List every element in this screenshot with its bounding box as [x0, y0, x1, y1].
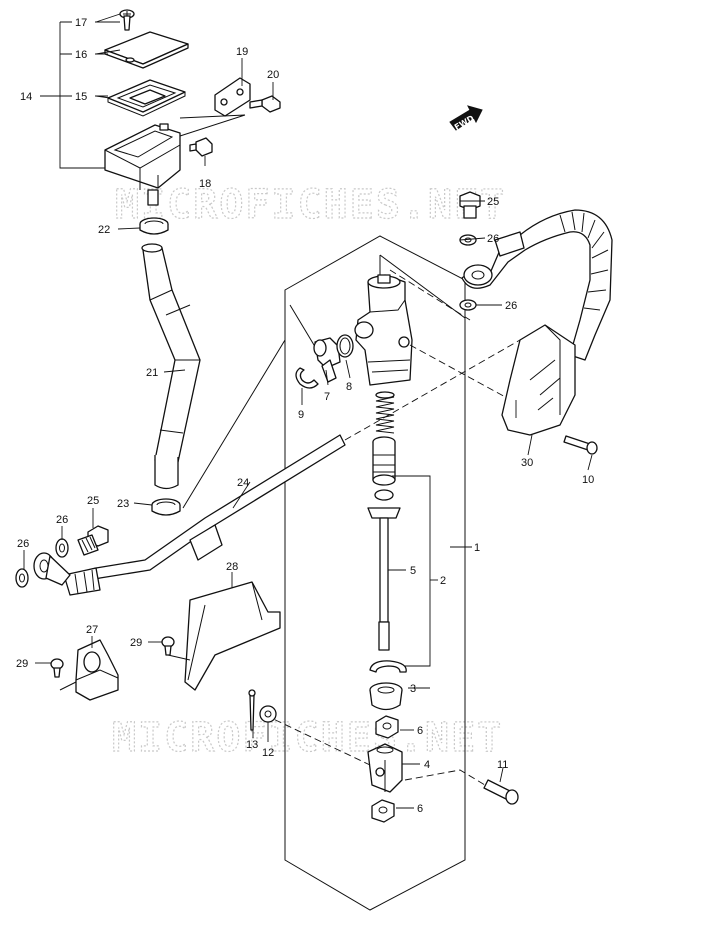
callout-3: 3 — [410, 683, 416, 695]
part-28-cover — [184, 581, 281, 691]
callout-2: 2 — [440, 575, 446, 587]
bracket-14 — [59, 21, 120, 169]
cylinder-hose-guide — [389, 269, 471, 321]
part-8-o-ring-inner — [339, 337, 351, 355]
part-21-hose — [141, 243, 201, 490]
callout-26-upper: 26 — [487, 233, 499, 245]
part-22-clamp — [139, 217, 169, 235]
callout-21: 21 — [146, 367, 158, 379]
callout-12: 12 — [262, 747, 274, 759]
part-26-washer-d-hole — [464, 302, 472, 308]
callout-25-upper: 25 — [487, 196, 499, 208]
part-13-cotter-pin-head — [248, 689, 256, 697]
forward-arrow-icon: FWD — [449, 105, 483, 132]
clevis-pin-guide-right — [404, 769, 486, 786]
part-26-washer-d — [459, 299, 477, 311]
cylinder-bracket-guide — [409, 344, 521, 406]
clevis-pin-guide-left — [264, 714, 371, 766]
callout-28: 28 — [226, 561, 238, 573]
part-6-nut-lower — [371, 799, 395, 823]
callout-13: 13 — [246, 739, 258, 751]
callout-25-left: 25 — [87, 495, 99, 507]
callout-26-mid: 26 — [505, 300, 517, 312]
part-3-boot — [369, 682, 403, 711]
part-14-reservoir — [104, 123, 181, 206]
callout-26-left: 26 — [56, 514, 68, 526]
callout-8: 8 — [346, 381, 352, 393]
part-11-pin — [483, 779, 519, 805]
part-17-screw — [119, 9, 135, 31]
circlip-rod — [369, 660, 407, 673]
callout-24: 24 — [237, 477, 249, 489]
part-4-clevis — [367, 743, 403, 793]
callout-17: 17 — [75, 17, 87, 29]
part-7-fitting — [313, 337, 341, 383]
callout-11: 11 — [497, 759, 508, 771]
callout-29-upper: 29 — [130, 637, 142, 649]
part-26-washer-a — [55, 538, 69, 558]
callout-6-upper: 6 — [417, 725, 423, 737]
reservoir-bracket-guide — [179, 114, 246, 137]
callout-29-lower: 29 — [16, 658, 28, 670]
part-10-bolt — [563, 435, 598, 455]
callout-19: 19 — [236, 46, 248, 58]
part-20-bolt — [249, 95, 281, 113]
callout-15: 15 — [75, 91, 87, 103]
callout-7: 7 — [324, 391, 330, 403]
leader-lines — [23, 13, 593, 809]
master-cylinder-body — [354, 274, 413, 386]
callout-4: 4 — [424, 759, 430, 771]
part-19-bracket — [214, 77, 251, 117]
hose-guide-lines — [182, 304, 321, 509]
part-15-diaphragm — [107, 79, 186, 117]
piston — [372, 436, 396, 486]
part-25-bolt-left — [77, 525, 109, 556]
part-24-brake-hose — [63, 434, 346, 596]
hose-routing-guide — [344, 339, 521, 441]
part-16-hole — [125, 57, 135, 63]
hose-banjo-fitting-left — [33, 552, 71, 586]
part-27-hose-guide — [75, 639, 119, 701]
callout-22: 22 — [98, 224, 110, 236]
callout-27: 27 — [86, 624, 98, 636]
part-23-clamp — [151, 498, 181, 516]
part-12-washer — [259, 705, 277, 723]
part-26-washer-b — [15, 568, 29, 588]
rear-brake-hose — [461, 209, 613, 361]
part-12-washer-hole — [264, 710, 272, 718]
part-29-screw-lower — [50, 658, 64, 678]
callout-10: 10 — [582, 474, 594, 486]
part-9-circlip — [295, 367, 319, 389]
assembly-outline — [284, 235, 466, 911]
part-30-bracket — [501, 324, 576, 436]
callout-26-far-left: 26 — [17, 538, 29, 550]
part-18-bolt — [189, 137, 213, 157]
callout-14: 14 — [20, 91, 32, 103]
callout-9: 9 — [298, 409, 304, 421]
callout-18: 18 — [199, 178, 211, 190]
part-5-push-rod — [367, 489, 401, 651]
part-6-nut-upper — [375, 715, 399, 739]
callout-5: 5 — [410, 565, 416, 577]
watermark-bottom: MICROFICHES.NET — [112, 715, 503, 761]
piston-spring — [375, 391, 395, 434]
callout-23: 23 — [117, 498, 129, 510]
part-26-washer-a-hole — [59, 543, 65, 553]
part-26-washer-b-hole — [19, 573, 25, 583]
watermark-top: MICROFICHES.NET — [115, 182, 506, 228]
callout-16: 16 — [75, 49, 87, 61]
part-13-cotter-pin — [249, 694, 255, 731]
callout-1: 1 — [474, 542, 480, 554]
callout-6-lower: 6 — [417, 803, 423, 815]
callout-labels: 17 16 14 15 19 20 18 22 21 23 24 25 26 2… — [16, 17, 594, 815]
callout-30: 30 — [521, 457, 533, 469]
part-29-screw-upper — [161, 636, 175, 656]
callout-20: 20 — [267, 69, 279, 81]
